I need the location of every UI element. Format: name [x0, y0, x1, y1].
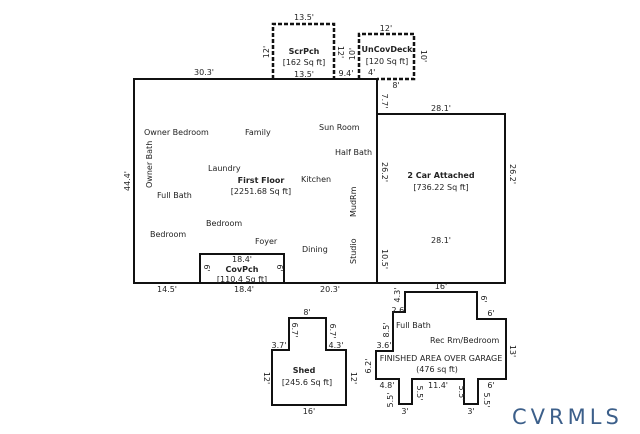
dim: 10.5' — [380, 249, 389, 269]
shed-outline — [271, 317, 347, 406]
room-rec-rm: Rec Rm/Bedroom — [430, 336, 500, 345]
room-full-bath: Full Bath — [157, 191, 192, 200]
dim: 4.8' — [380, 381, 395, 390]
dim: 12' — [262, 46, 271, 58]
scrpch-outline — [271, 22, 336, 79]
garage-area: [736.22 Sq ft] — [413, 183, 468, 192]
room-bedroom: Bedroom — [206, 219, 242, 228]
scrpch-title: ScrPch — [289, 47, 320, 56]
room-owner-bedroom: Owner Bedroom — [144, 128, 209, 137]
deck-area: [120 Sq ft] — [366, 57, 409, 66]
dim: 28.1' — [431, 236, 451, 245]
room-full-bath-upper: Full Bath — [396, 321, 431, 330]
dim: 18.4' — [234, 285, 254, 294]
dim: 12' — [349, 372, 358, 384]
dim: 6' — [275, 264, 284, 271]
dim: 8' — [392, 81, 399, 90]
dim: 28.1' — [431, 104, 451, 113]
deck-outline — [357, 32, 416, 81]
dim: 5.5' — [482, 393, 491, 408]
room-half-bath: Half Bath — [335, 148, 372, 157]
dim: 12' — [336, 46, 345, 58]
first-floor-area: [2251.68 Sq ft] — [231, 187, 291, 196]
dim: 10' — [419, 50, 428, 62]
dim: 26.2' — [380, 162, 389, 182]
room-bedroom: Bedroom — [150, 230, 186, 239]
first-floor-title: First Floor — [238, 176, 285, 185]
dim: 44.4' — [123, 171, 132, 191]
over-garage-outline — [375, 291, 507, 405]
covpch-area: [110.4 Sq ft] — [217, 275, 267, 284]
shed-area: [245.6 Sq ft] — [282, 378, 332, 387]
dim: 6.7' — [290, 323, 299, 338]
dim: 20.3' — [320, 285, 340, 294]
room-studio: Studio — [349, 238, 358, 264]
room-owner-bath: Owner Bath — [145, 141, 154, 188]
dim: 30.3' — [194, 68, 214, 77]
dim: 14.5' — [157, 285, 177, 294]
dim: 3.7' — [272, 341, 287, 350]
dim: 16' — [435, 282, 447, 291]
room-mudrm: MudRm — [349, 186, 358, 217]
over-garage-title: FINISHED AREA OVER GARAGE — [380, 354, 503, 363]
dim: 26.2' — [508, 164, 517, 184]
dim: 4' — [368, 68, 375, 77]
dim: 16' — [303, 407, 315, 416]
shed-title: Shed — [293, 366, 316, 375]
dim: 13.5' — [294, 13, 314, 22]
dim: 5.5' — [415, 386, 424, 401]
dim: 3' — [401, 407, 408, 416]
dim: 6' — [479, 295, 488, 302]
over-garage-area: (476 sq ft) — [416, 365, 458, 374]
dim: 3' — [467, 407, 474, 416]
room-sun-room: Sun Room — [319, 123, 360, 132]
dim: 11.4' — [428, 381, 448, 390]
dim: 7.7' — [380, 94, 389, 109]
room-kitchen: Kitchen — [301, 175, 331, 184]
scrpch-area: [162 Sq ft] — [283, 58, 326, 67]
room-dining: Dining — [302, 245, 328, 254]
dim: 13' — [508, 345, 517, 357]
dimension-labels: 30.3' 44.4' 14.5' 18.4' 20.3' 7.7' 26.2'… — [123, 13, 517, 416]
dim: 18.4' — [232, 255, 252, 264]
dim: 5.5' — [386, 393, 395, 408]
covpch-outline — [199, 253, 285, 283]
logo-text: CVRMLS — [512, 405, 623, 429]
dim: 6.2' — [364, 359, 373, 374]
garage-outline — [376, 113, 506, 284]
dim: 6' — [487, 381, 494, 390]
dim: 8' — [303, 308, 310, 317]
covpch-title: CovPch — [226, 265, 259, 274]
dim: 2.6' — [392, 306, 407, 315]
dim: 5.5' — [457, 386, 466, 401]
dim: 12' — [262, 372, 271, 384]
dim: 9.4' — [339, 69, 354, 78]
dim: 4.3' — [329, 341, 344, 350]
dim: 3.6' — [377, 341, 392, 350]
dim: 12' — [380, 24, 392, 33]
dim: 4.3' — [393, 288, 402, 303]
room-family: Family — [245, 128, 271, 137]
cvrmls-logo: CVRMLS — [512, 405, 623, 429]
garage-title: 2 Car Attached — [407, 171, 474, 180]
dim: 10' — [348, 48, 357, 60]
dim: 6' — [202, 264, 211, 271]
dim: 8.5' — [382, 323, 391, 338]
dim: 13.5' — [294, 70, 314, 79]
room-foyer: Foyer — [255, 237, 278, 246]
room-laundry: Laundry — [208, 164, 241, 173]
dim: 6' — [487, 309, 494, 318]
deck-title: UnCovDeck — [362, 45, 414, 54]
dim: 6.7' — [328, 324, 337, 339]
